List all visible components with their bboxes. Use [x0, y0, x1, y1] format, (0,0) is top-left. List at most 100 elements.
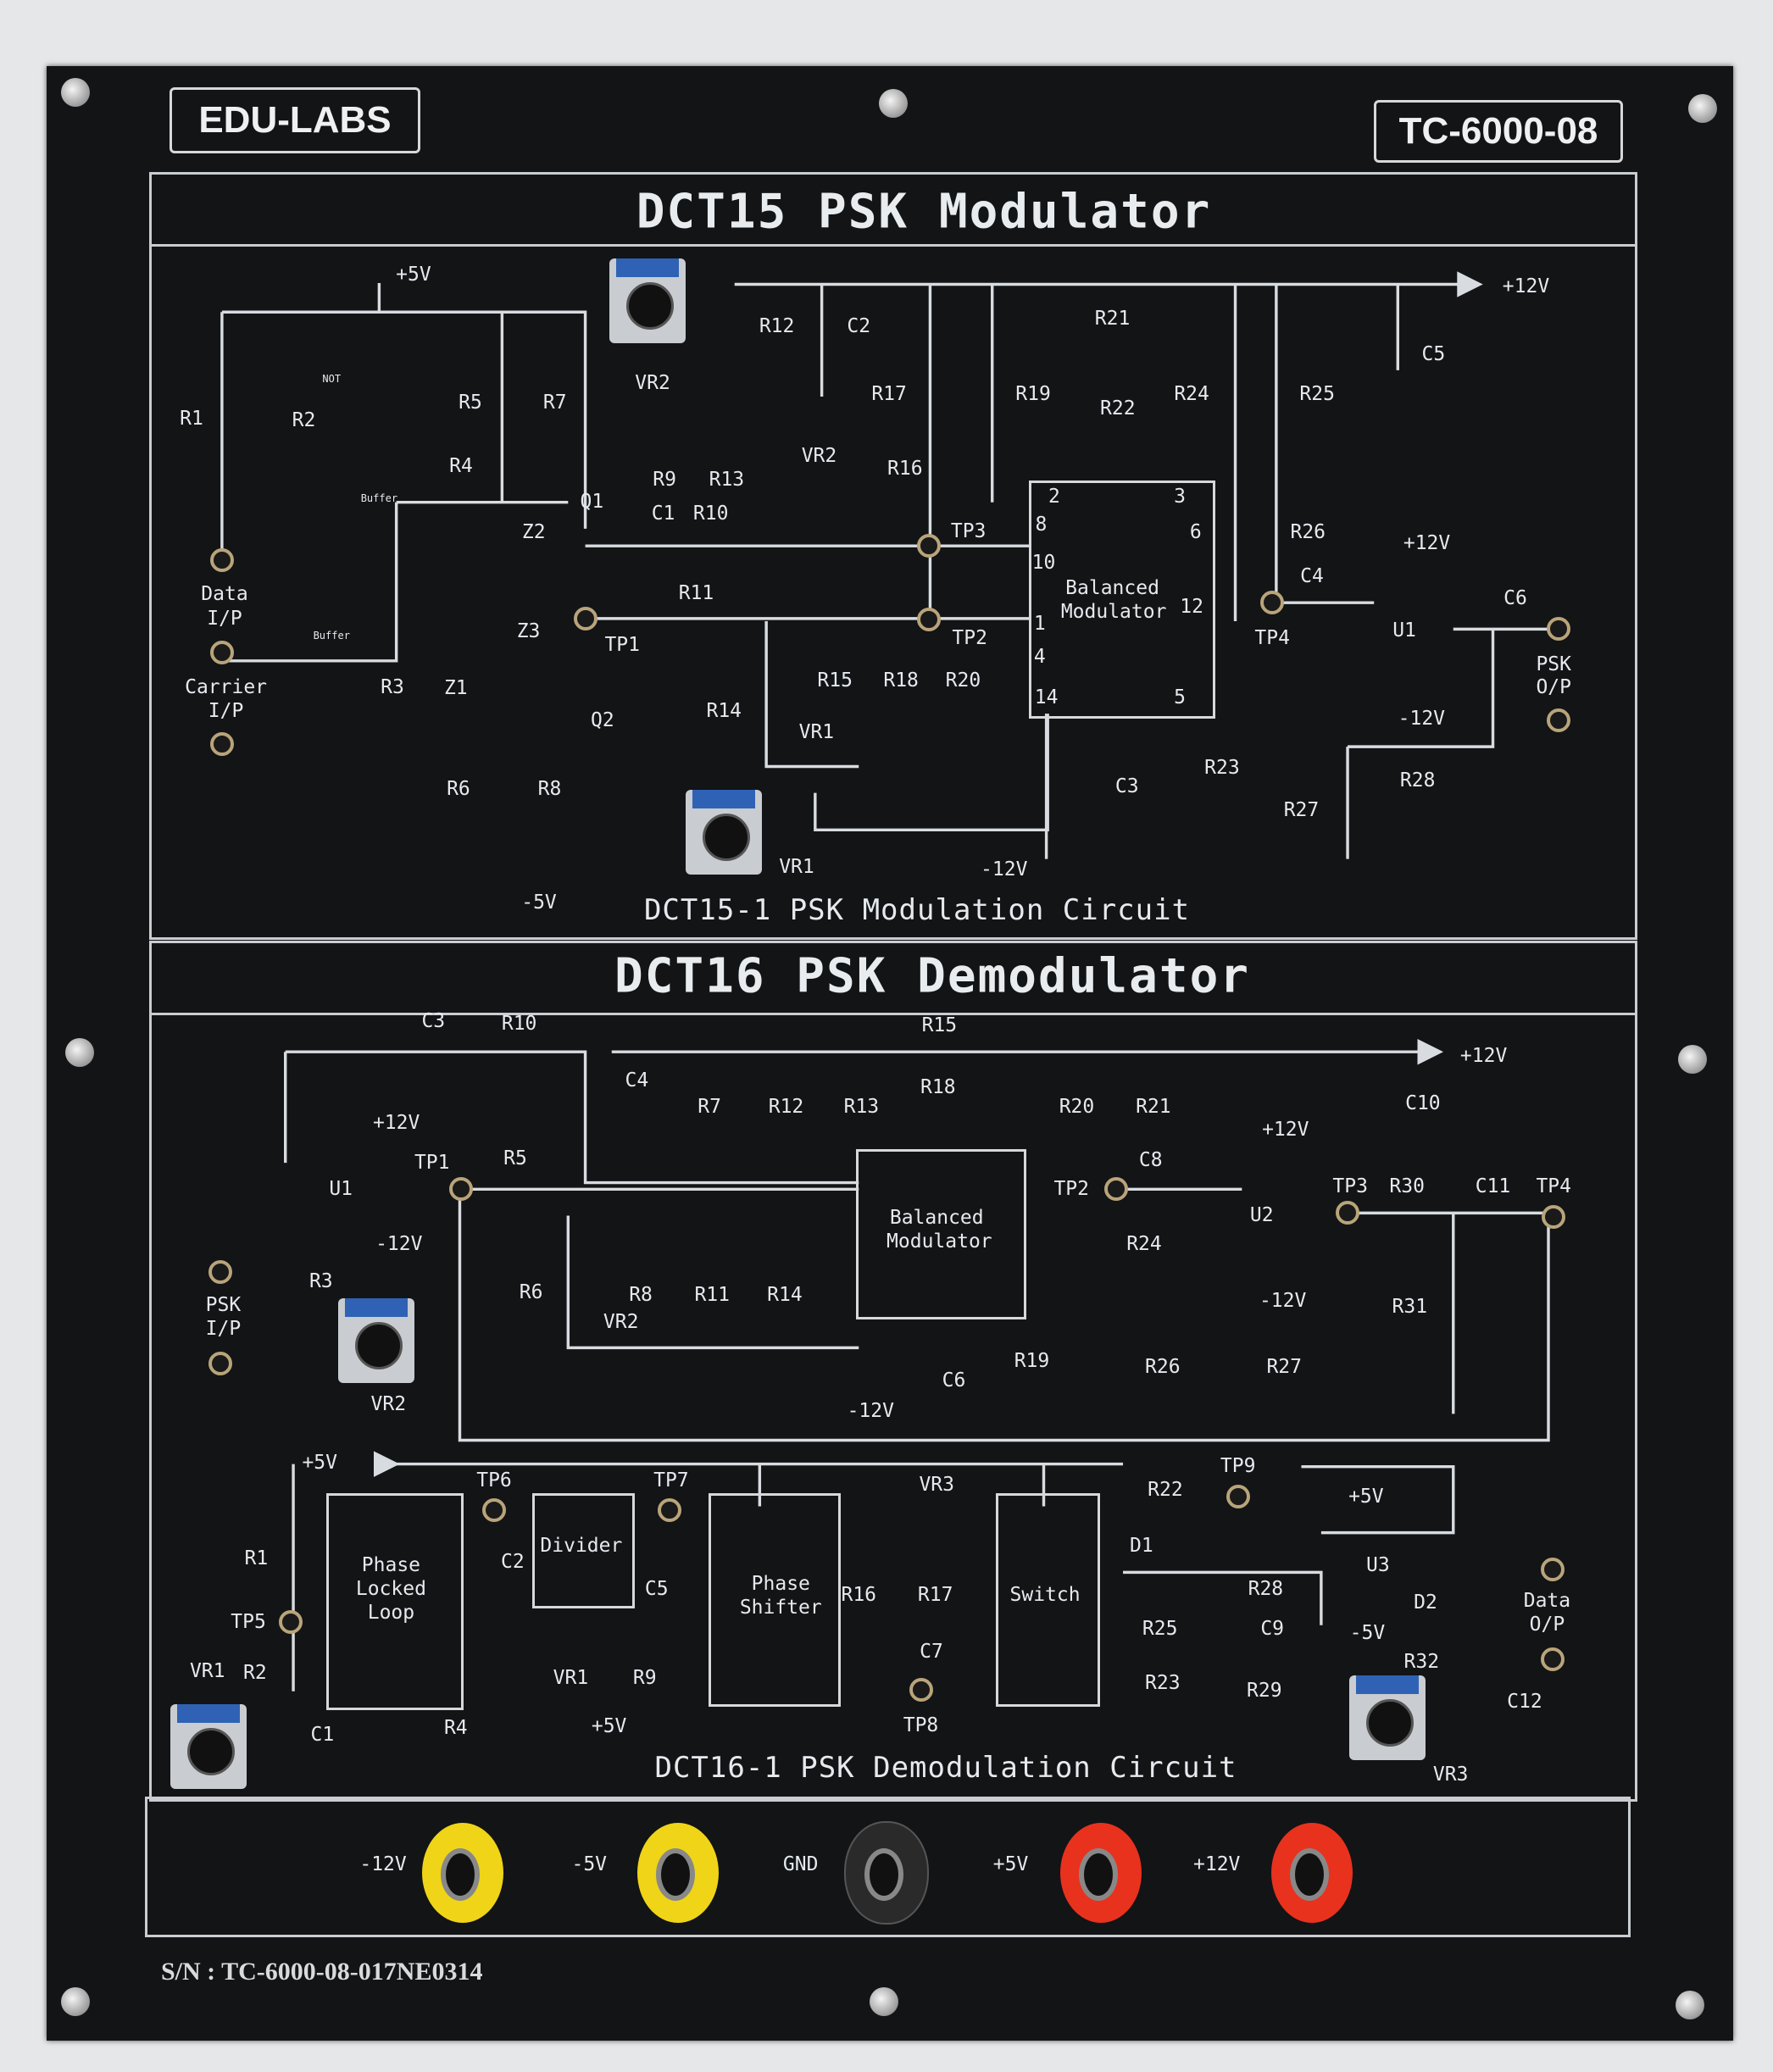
- component-label: TP1: [414, 1151, 450, 1174]
- test-point-socket[interactable]: [1540, 1647, 1565, 1671]
- component-label: O/P: [1529, 1614, 1565, 1636]
- power-panel: [145, 1797, 1631, 1937]
- component-label: R31: [1392, 1295, 1428, 1318]
- component-label: R20: [945, 669, 981, 692]
- component-label: R21: [1094, 307, 1131, 330]
- test-point-socket[interactable]: [573, 606, 597, 630]
- power-jack-3[interactable]: [844, 1821, 929, 1925]
- brand-logo: EDU-LABS: [170, 87, 420, 153]
- screw-icon: [60, 78, 90, 108]
- demodulator-title: DCT16 PSK Demodulator: [614, 948, 1251, 1004]
- jack-hole: [864, 1848, 903, 1902]
- component-label: 5: [1174, 686, 1186, 709]
- component-label: VR1: [798, 720, 835, 743]
- component-label: -12V: [1398, 708, 1446, 730]
- component-label: TP2: [1053, 1177, 1090, 1200]
- component-label: +12V: [372, 1112, 420, 1135]
- component-label: R25: [1142, 1618, 1178, 1641]
- test-point-socket[interactable]: [208, 1260, 233, 1285]
- trainer-board: [47, 66, 1733, 2041]
- power-jack-1[interactable]: [421, 1823, 503, 1924]
- test-point-socket[interactable]: [1336, 1201, 1360, 1225]
- component-label: VR1: [779, 855, 814, 878]
- test-point-socket[interactable]: [209, 547, 234, 572]
- component-label: C6: [1503, 587, 1527, 610]
- pot-base: [177, 1703, 241, 1723]
- knob-icon: [625, 282, 674, 331]
- component-label: TP2: [952, 626, 987, 649]
- component-label: R9: [632, 1666, 657, 1689]
- component-label: R15: [921, 1014, 958, 1036]
- component-label: U1: [329, 1177, 353, 1200]
- power-jack-label: +5V: [992, 1853, 1029, 1875]
- component-label: 3: [1174, 486, 1186, 508]
- component-label: R25: [1299, 382, 1335, 405]
- test-point-socket[interactable]: [1226, 1485, 1250, 1509]
- screw-icon: [1675, 1991, 1704, 2020]
- test-point-socket[interactable]: [208, 1351, 233, 1375]
- component-label: -12V: [981, 858, 1028, 880]
- component-label: VR2: [370, 1393, 407, 1416]
- component-label: C11: [1475, 1175, 1511, 1197]
- component-label: R22: [1148, 1479, 1183, 1502]
- test-point-socket[interactable]: [916, 608, 941, 632]
- test-point-socket[interactable]: [1542, 1204, 1566, 1229]
- potentiometer-knob[interactable]: [170, 1703, 247, 1789]
- model-number: TC-6000-08: [1374, 100, 1623, 163]
- component-label: 8: [1035, 513, 1048, 536]
- component-label: 12: [1180, 595, 1203, 618]
- component-label: -5V: [521, 891, 557, 914]
- component-label: Q2: [590, 708, 614, 731]
- component-label: R23: [1145, 1671, 1181, 1694]
- test-point-socket[interactable]: [449, 1176, 474, 1201]
- test-point-socket[interactable]: [658, 1497, 682, 1522]
- component-label: R14: [706, 699, 742, 722]
- component-label: VR1: [189, 1659, 225, 1682]
- pot-base: [615, 258, 679, 278]
- test-point-socket[interactable]: [209, 731, 234, 756]
- component-label: C4: [1300, 564, 1324, 587]
- component-label: C3: [1114, 775, 1139, 797]
- potentiometer-knob[interactable]: [609, 258, 686, 344]
- potentiometer-knob[interactable]: [1348, 1675, 1426, 1760]
- component-label: R27: [1283, 798, 1320, 821]
- test-point-socket[interactable]: [482, 1497, 507, 1522]
- component-label: VR1: [553, 1666, 589, 1689]
- power-jack-2[interactable]: [636, 1823, 719, 1924]
- potentiometer-knob[interactable]: [338, 1298, 415, 1384]
- component-label: Phase: [361, 1554, 421, 1577]
- component-label: Z2: [521, 521, 546, 544]
- component-label: I/P: [205, 1318, 242, 1341]
- component-label: TP8: [903, 1714, 939, 1736]
- test-point-socket[interactable]: [1104, 1176, 1129, 1201]
- power-jack-5[interactable]: [1270, 1823, 1353, 1924]
- switch-ic: [996, 1493, 1100, 1707]
- component-label: -12V: [847, 1399, 894, 1422]
- screw-icon: [64, 1038, 94, 1068]
- component-label: R20: [1059, 1096, 1095, 1119]
- test-point-socket[interactable]: [909, 1677, 933, 1702]
- component-label: R16: [841, 1583, 877, 1606]
- component-label: R18: [920, 1075, 956, 1098]
- test-point-socket[interactable]: [209, 641, 234, 665]
- test-point-socket[interactable]: [1547, 708, 1571, 732]
- power-jack-label: -12V: [359, 1853, 407, 1875]
- power-jack-4[interactable]: [1059, 1823, 1142, 1924]
- test-point-socket[interactable]: [278, 1610, 303, 1635]
- component-label: Balanced: [889, 1207, 984, 1230]
- component-label: R22: [1100, 397, 1136, 419]
- component-label: R7: [542, 392, 567, 414]
- test-point-socket[interactable]: [1540, 1557, 1565, 1581]
- component-label: R5: [503, 1147, 527, 1170]
- test-point-socket[interactable]: [1547, 617, 1571, 642]
- component-label: R27: [1266, 1356, 1302, 1379]
- potentiometer-knob[interactable]: [686, 790, 763, 875]
- component-label: Modulator: [1060, 600, 1167, 623]
- component-label: R11: [678, 581, 714, 604]
- test-point-socket[interactable]: [1260, 590, 1285, 614]
- test-point-socket[interactable]: [916, 533, 941, 558]
- pot-base: [345, 1298, 409, 1318]
- component-label: TP3: [1332, 1175, 1368, 1197]
- component-label: Carrier: [185, 675, 268, 698]
- component-label: -5V: [1349, 1621, 1386, 1644]
